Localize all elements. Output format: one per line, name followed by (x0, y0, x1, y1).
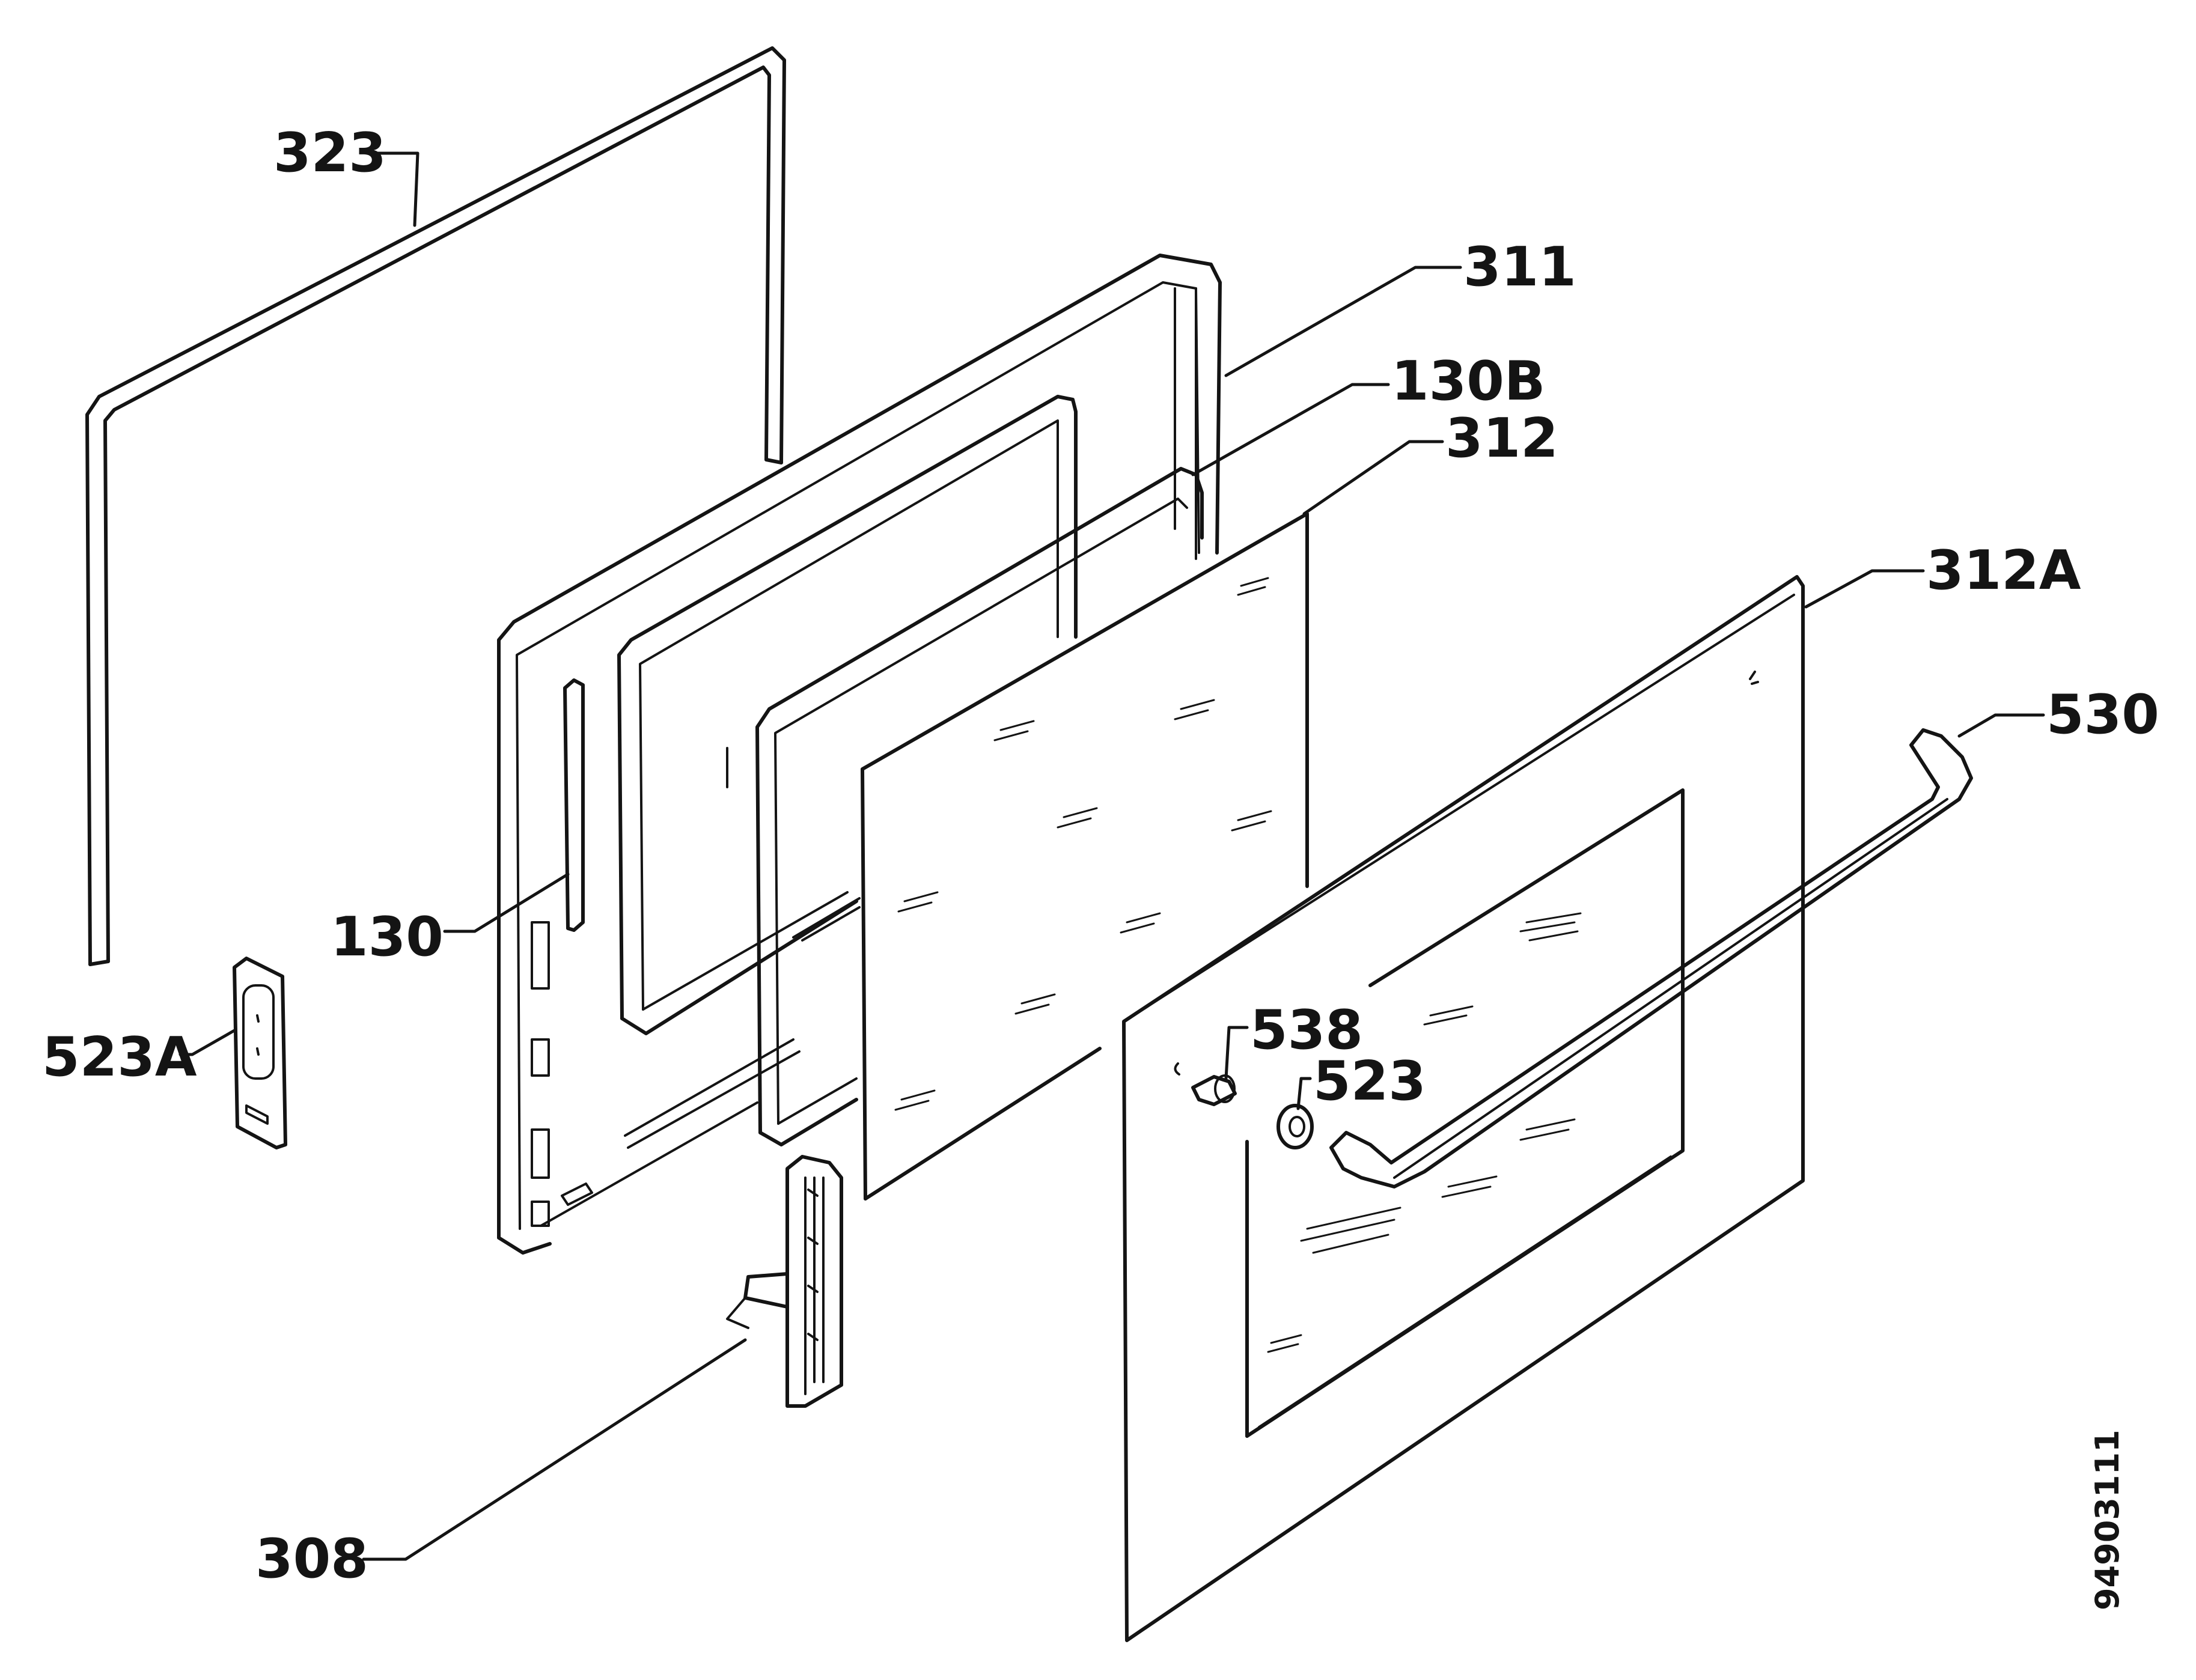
leader-308 (362, 1338, 747, 1561)
leader-523A (178, 1029, 236, 1056)
label-130B: 130B (1391, 350, 1545, 413)
label-530: 530 (2046, 683, 2159, 746)
leader-311 (1224, 266, 1462, 377)
label-311: 311 (1463, 236, 1576, 299)
part-523A-bracket (233, 957, 287, 1149)
label-323: 323 (273, 121, 386, 184)
part-308-hinge (726, 1155, 843, 1408)
part-323-door-gasket (85, 46, 786, 966)
leader-312A (1804, 569, 1925, 609)
leader-523 (1296, 1077, 1312, 1110)
part-312A-outer-glass-panel (1122, 575, 1805, 1642)
document-id: 94903111 (2088, 1429, 2126, 1610)
part-311-inner-door-frame (497, 254, 1222, 1255)
leader-130B (1191, 383, 1390, 476)
part-labels: 323 311 130B 312 312A 530 130 523A 538 5… (42, 121, 2159, 1590)
label-308: 308 (255, 1527, 368, 1590)
label-523A: 523A (42, 1026, 197, 1089)
part-523-grommet (1276, 1104, 1314, 1149)
leader-323 (374, 151, 419, 227)
label-538: 538 (1250, 999, 1363, 1062)
part-130B-glass-gasket (755, 467, 1204, 1146)
part-312-inner-glass-pane (861, 512, 1309, 1201)
label-130: 130 (331, 905, 444, 969)
label-312: 312 (1445, 407, 1558, 470)
leader-lines (178, 151, 2045, 1561)
label-312A: 312A (1926, 539, 2081, 602)
part-530-door-handle (1329, 728, 1973, 1188)
leader-530 (1957, 713, 2045, 738)
leader-312 (1302, 440, 1444, 516)
leader-538 (1224, 1026, 1249, 1080)
leader-130 (443, 872, 570, 933)
part-130-vertical-strip (563, 678, 585, 932)
label-523: 523 (1313, 1050, 1426, 1113)
